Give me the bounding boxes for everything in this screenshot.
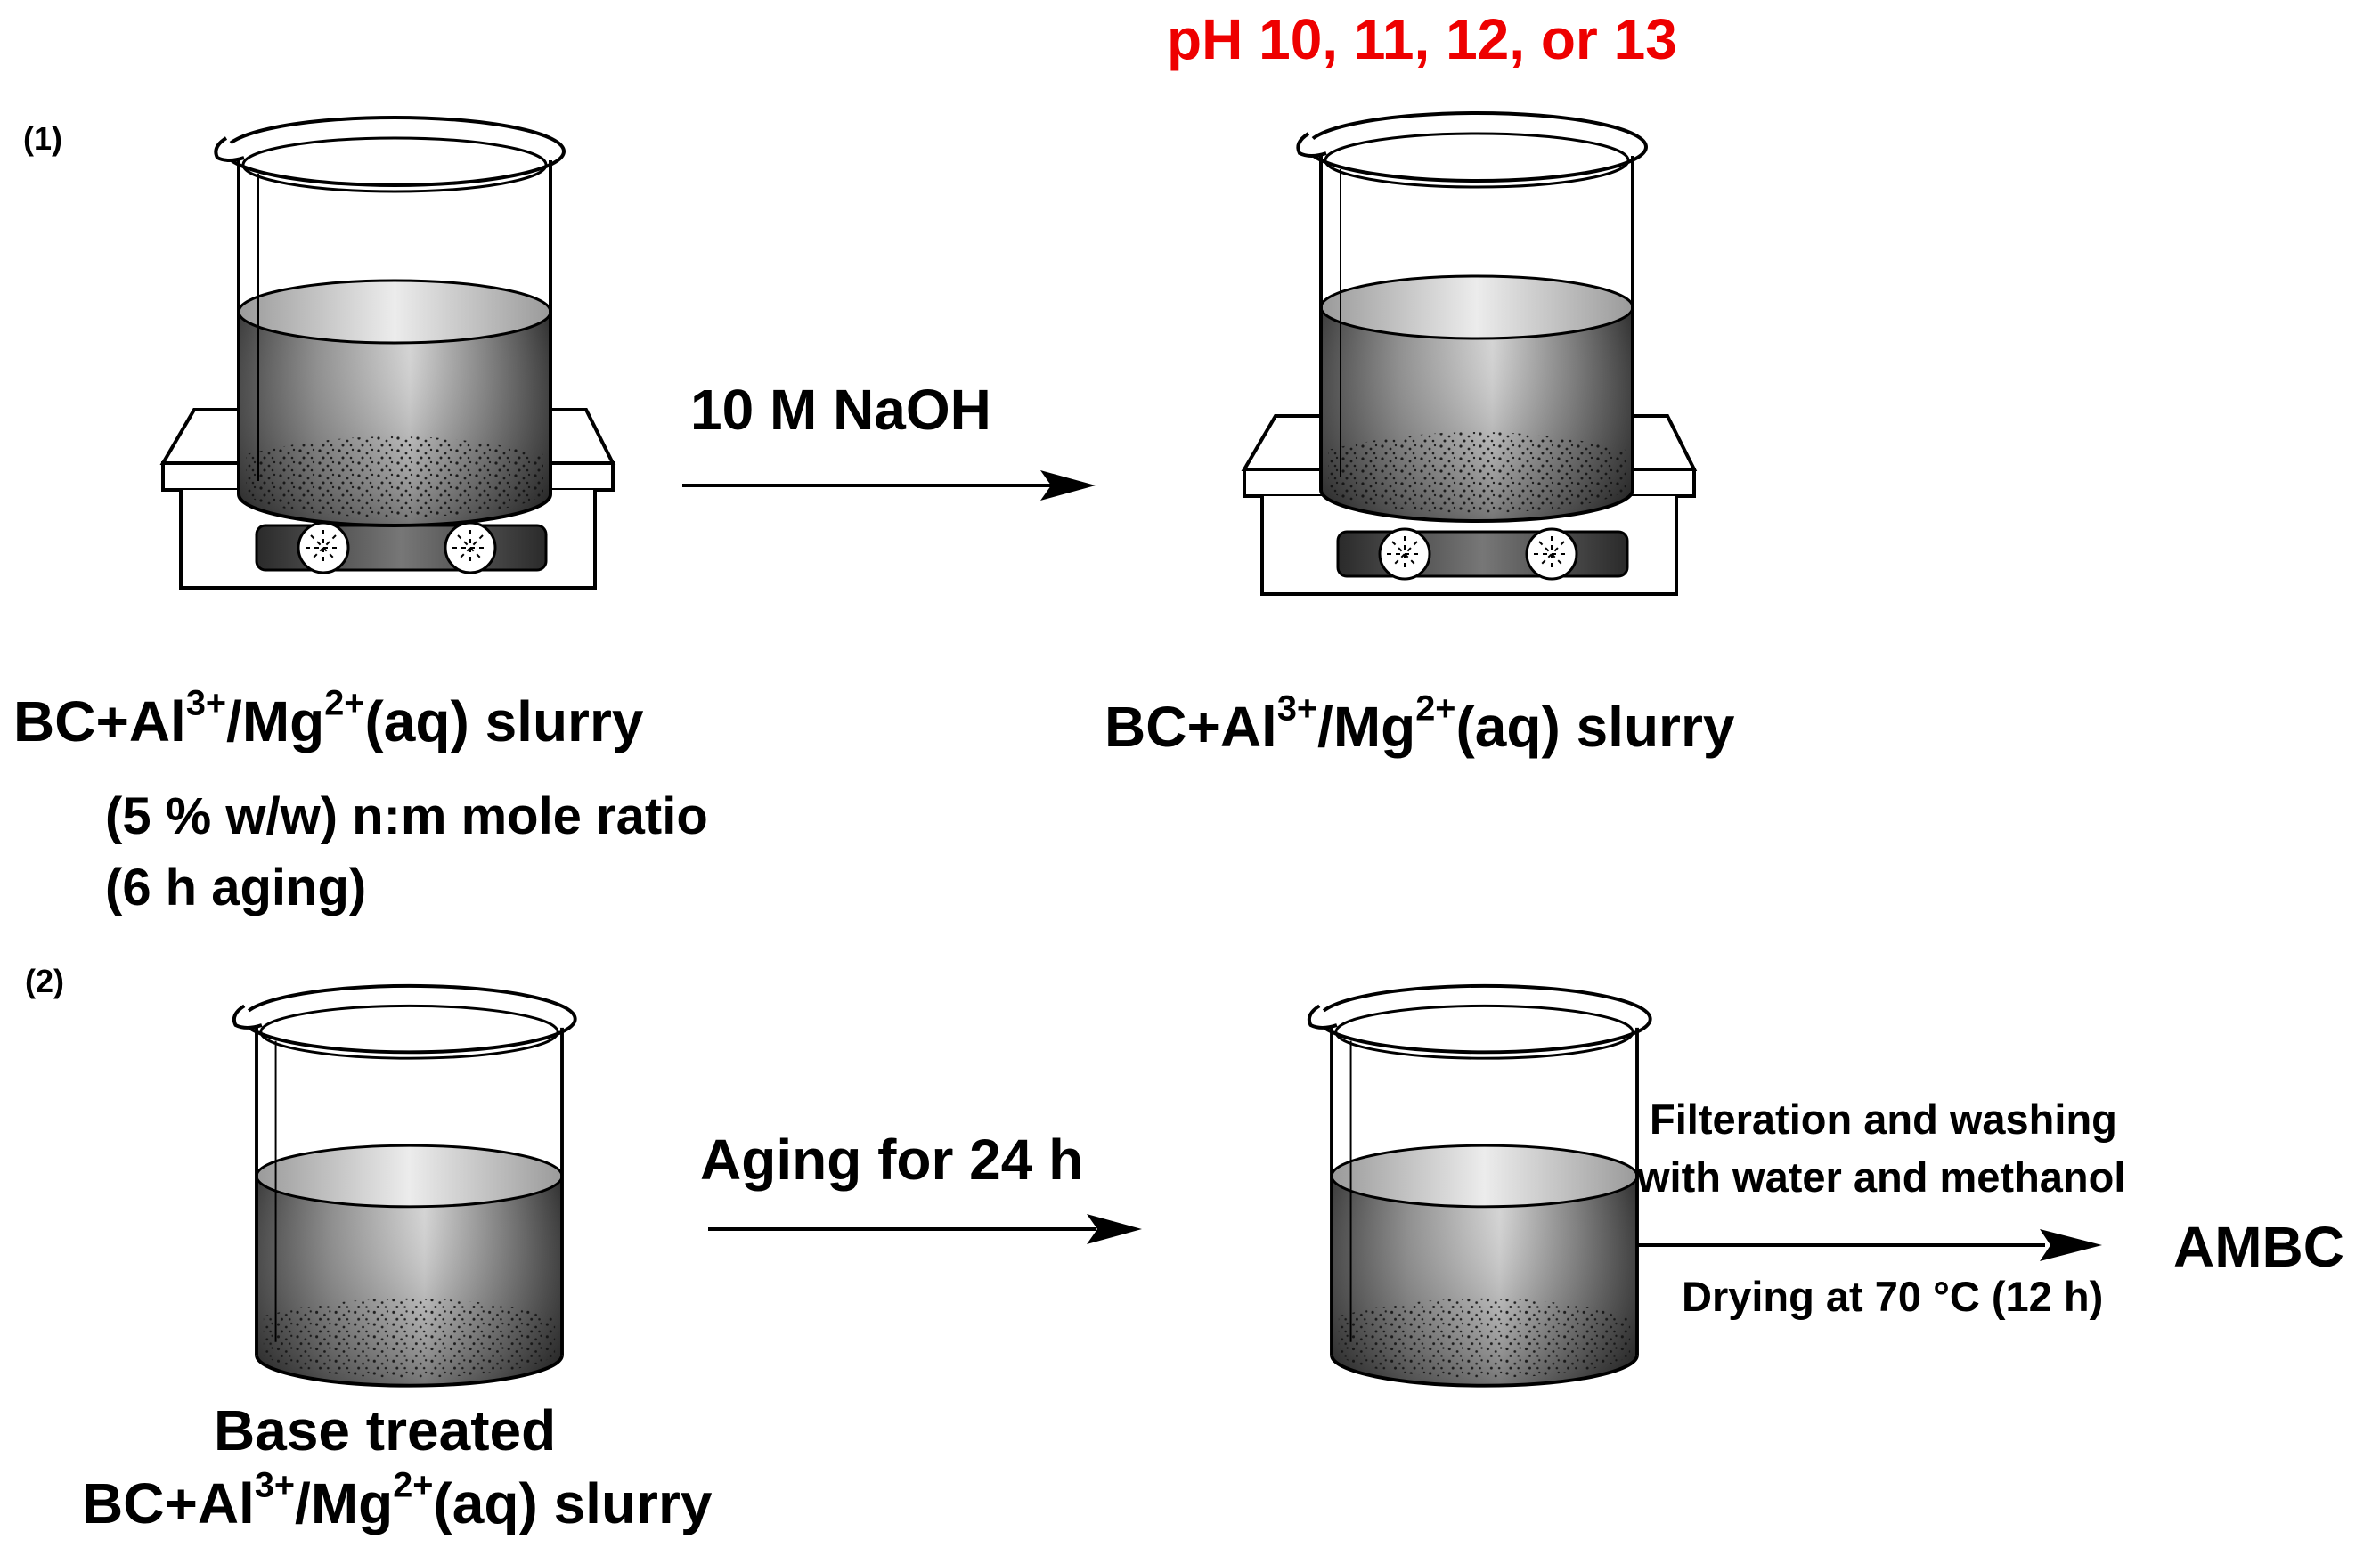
washing-label: with water and methanol — [1637, 1153, 2126, 1201]
arrow-filtration — [1637, 1229, 2102, 1261]
beaker-3 — [232, 983, 577, 1388]
aging-6h-label: (6 h aging) — [105, 859, 367, 916]
arrow-naoh — [682, 470, 1096, 501]
beaker-2 — [1296, 111, 1648, 523]
drying-label: Drying at 70 °C (12 h) — [1682, 1273, 2104, 1320]
product-ambc: AMBC — [2173, 1215, 2344, 1279]
arrow-aging — [708, 1214, 1142, 1244]
slurry-label-1: BC+Al3+/Mg2+(aq) slurry — [13, 683, 644, 753]
base-treated-label: Base treated — [214, 1398, 557, 1462]
step-1-number: (1) — [23, 120, 62, 157]
aging-24h-label: Aging for 24 h — [700, 1128, 1084, 1192]
mole-ratio-label: (5 % w/w) n:m mole ratio — [105, 787, 708, 845]
filtration-label: Filteration and washing — [1650, 1096, 2117, 1143]
slurry-label-2: BC+Al3+/Mg2+(aq) slurry — [1104, 688, 1735, 759]
step-2-number: (2) — [25, 963, 64, 999]
naoh-label: 10 M NaOH — [690, 378, 991, 442]
beaker-4 — [1307, 983, 1652, 1388]
ph-condition: pH 10, 11, 12, or 13 — [1167, 7, 1677, 71]
beaker-1 — [214, 116, 566, 527]
slurry-label-3: BC+Al3+/Mg2+(aq) slurry — [82, 1465, 713, 1535]
